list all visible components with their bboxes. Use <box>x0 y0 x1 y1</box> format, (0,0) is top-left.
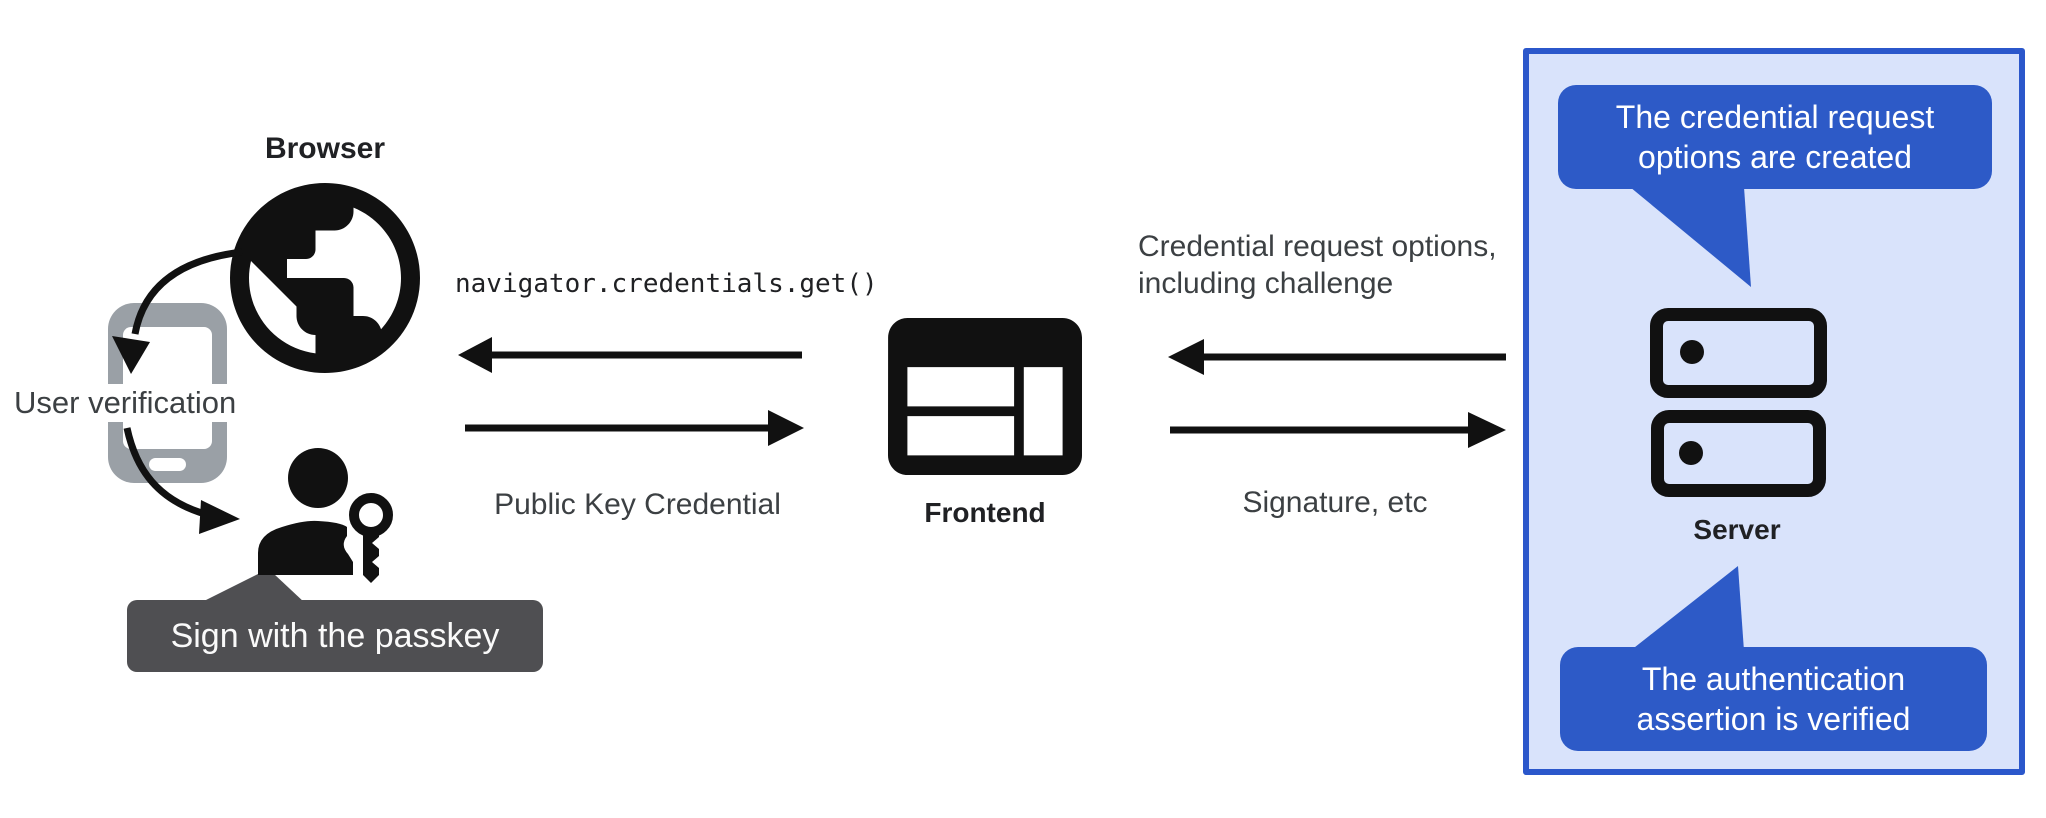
callout-bottom-line2: assertion is verified <box>1636 701 1911 737</box>
arrow-browser-to-frontend <box>465 410 804 446</box>
browser-node-label: Browser <box>264 132 386 165</box>
credential-request-options-line2: including challenge <box>1138 267 1394 300</box>
server-icon-dot <box>1679 441 1703 465</box>
globe-icon <box>230 183 420 373</box>
public-key-credential-label: Public Key Credential <box>494 488 781 521</box>
server-icon-dot <box>1680 340 1704 364</box>
browser-window-icon <box>888 318 1082 475</box>
smartphone-home-slot <box>149 458 186 471</box>
callout-bottom-line1: The authentication <box>1641 661 1906 697</box>
signature-etc-label: Signature, etc <box>1242 486 1428 519</box>
arrow-frontend-to-server <box>1170 412 1506 448</box>
navigator-credentials-get-label: navigator.credentials.get() <box>455 269 878 299</box>
frontend-node-label: Frontend <box>924 497 1046 528</box>
credential-request-options-label: Credential request options, including ch… <box>1138 228 1497 302</box>
server-node-label: Server <box>1693 514 1781 545</box>
server-icon <box>1651 410 1826 497</box>
arrow-server-to-frontend <box>1168 339 1506 375</box>
arrow-frontend-to-browser <box>458 337 802 373</box>
credential-request-options-line1: Credential request options, <box>1138 230 1497 263</box>
callout-top-line1: The credential request <box>1615 99 1935 135</box>
passkey-tooltip: Sign with the passkey <box>127 600 543 672</box>
callout-credential-request-created: The credential request options are creat… <box>1558 85 1992 189</box>
person-key-icon <box>258 448 393 583</box>
user-verification-label: User verification <box>10 384 241 422</box>
server-icon <box>1650 308 1827 398</box>
callout-assertion-verified: The authentication assertion is verified <box>1560 647 1987 751</box>
callout-top-line2: options are created <box>1638 139 1912 175</box>
